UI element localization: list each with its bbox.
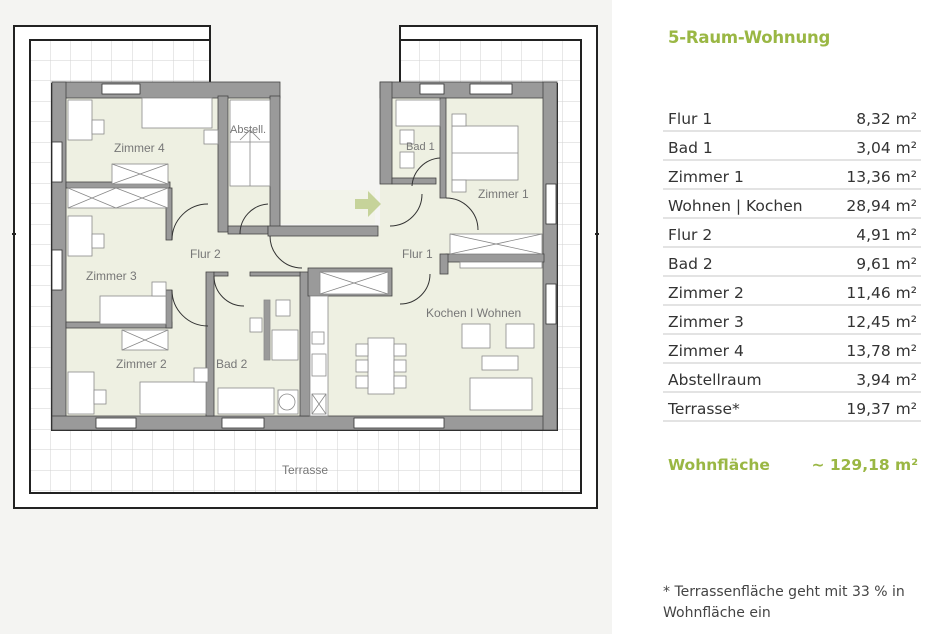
footnote: * Terrassenfläche geht mit 33 % in Wohnf… — [663, 584, 905, 621]
table-row: Flur 1 8,32 m² — [663, 104, 921, 132]
table-row: Bad 1 3,04 m² — [663, 133, 921, 161]
room-name: Flur 2 — [668, 226, 713, 244]
table-row: Flur 2 4,91 m² — [663, 220, 921, 248]
room-name: Abstellraum — [668, 371, 762, 389]
windows — [51, 83, 557, 429]
room-labels: Zimmer 4 Abstell. Zimmer 3 Flur 2 Zimmer… — [86, 124, 529, 477]
label-zimmer2: Zimmer 2 — [116, 357, 167, 371]
room-name: Bad 1 — [668, 139, 713, 157]
room-area: 12,45 m² — [846, 313, 917, 331]
furniture — [67, 97, 543, 417]
room-name: Bad 2 — [668, 255, 713, 273]
room-area: 13,36 m² — [846, 168, 917, 186]
floorplan-panel: Zimmer 4 Abstell. Zimmer 3 Flur 2 Zimmer… — [0, 0, 612, 634]
table-row: Wohnen | Kochen 28,94 m² — [663, 191, 921, 219]
table-row: Zimmer 4 13,78 m² — [663, 336, 921, 364]
total-living-area: Wohnfläche ~ 129,18 m² — [668, 456, 918, 474]
label-bad2: Bad 2 — [216, 357, 248, 371]
label-abstell: Abstell. — [230, 124, 266, 136]
label-bad1: Bad 1 — [406, 141, 435, 153]
table-row: Bad 2 9,61 m² — [663, 249, 921, 277]
room-name: Zimmer 4 — [668, 342, 744, 360]
room-area-table: Flur 1 8,32 m² Bad 1 3,04 m² Zimmer 1 13,36… — [663, 104, 921, 423]
room-name: Zimmer 2 — [668, 284, 744, 302]
room-name: Wohnen | Kochen — [668, 197, 803, 215]
room-name: Flur 1 — [668, 110, 713, 128]
label-flur1: Flur 1 — [402, 247, 433, 261]
room-area: 11,46 m² — [846, 284, 917, 302]
table-row: Zimmer 2 11,46 m² — [663, 278, 921, 306]
table-row: Zimmer 1 13,36 m² — [663, 162, 921, 190]
room-area: 3,04 m² — [856, 139, 917, 157]
arrow-right-icon — [355, 191, 381, 217]
label-zimmer3: Zimmer 3 — [86, 269, 137, 283]
label-flur2: Flur 2 — [190, 247, 221, 261]
floorplan: Zimmer 4 Abstell. Zimmer 3 Flur 2 Zimmer… — [12, 25, 599, 509]
door-swings — [171, 157, 479, 327]
total-label: Wohnfläche — [668, 456, 770, 474]
room-area: 8,32 m² — [856, 110, 917, 128]
room-name: Zimmer 1 — [668, 168, 744, 186]
table-row: Abstellraum 3,94 m² — [663, 365, 921, 393]
room-name: Terrasse* — [668, 400, 740, 418]
room-area: 28,94 m² — [846, 197, 917, 215]
label-terrasse: Terrasse — [282, 463, 328, 477]
label-zimmer4: Zimmer 4 — [114, 141, 165, 155]
label-zimmer1: Zimmer 1 — [478, 187, 529, 201]
total-value: ~ 129,18 m² — [811, 456, 918, 474]
room-area: 3,94 m² — [856, 371, 917, 389]
room-area: 4,91 m² — [856, 226, 917, 244]
room-area: 9,61 m² — [856, 255, 917, 273]
table-row: Terrasse* 19,37 m² — [663, 394, 921, 422]
page-title: 5-Raum-Wohnung — [668, 28, 831, 47]
room-area: 19,37 m² — [846, 400, 917, 418]
label-kochen-wohnen: Kochen I Wohnen — [426, 306, 521, 320]
room-area: 13,78 m² — [846, 342, 917, 360]
table-row: Zimmer 3 12,45 m² — [663, 307, 921, 335]
room-name: Zimmer 3 — [668, 313, 744, 331]
